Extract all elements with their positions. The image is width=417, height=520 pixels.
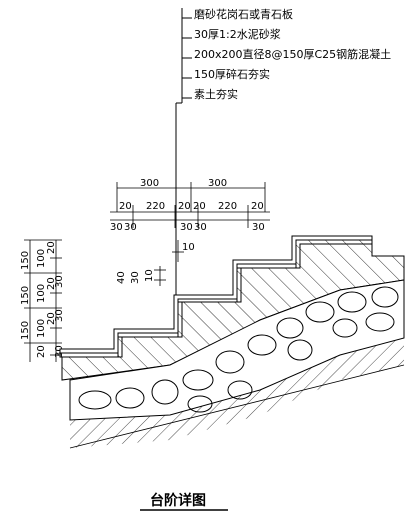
dim-10-b: 10 bbox=[182, 242, 195, 253]
dim-150-b: 150 bbox=[20, 286, 31, 305]
dim-20-g: 20 bbox=[46, 312, 57, 325]
dim-30-g: 30 bbox=[54, 309, 65, 322]
layer-label-3: 200x200直径8@150厚C25钢筋混凝土 bbox=[194, 47, 391, 61]
dim-20-e: 20 bbox=[46, 241, 57, 254]
gravel-layer bbox=[69, 279, 405, 421]
dim-220-a: 220 bbox=[146, 201, 165, 212]
dim-30-i: 30 bbox=[130, 271, 141, 284]
dim-300-a: 300 bbox=[140, 178, 159, 189]
dim-30-e: 30 bbox=[252, 222, 265, 233]
layer-label-2: 30厚1:2水泥砂浆 bbox=[194, 27, 281, 41]
dim-10-a: 10 bbox=[144, 269, 155, 282]
dim-30-d: 30 bbox=[194, 222, 207, 233]
dim-100-c: 100 bbox=[36, 319, 47, 338]
dim-30-f: 30 bbox=[54, 275, 65, 288]
dim-30-c: 30 bbox=[180, 222, 193, 233]
dim-100-a: 100 bbox=[36, 249, 47, 268]
dim-20-d: 20 bbox=[251, 201, 264, 212]
dim-300-b: 300 bbox=[208, 178, 227, 189]
dim-40: 40 bbox=[116, 271, 127, 284]
stair-treads bbox=[59, 235, 373, 358]
layer-label-4: 150厚碎石夯实 bbox=[194, 67, 270, 81]
drawing-title: 台阶详图 bbox=[150, 492, 206, 509]
dim-100-b: 100 bbox=[36, 284, 47, 303]
dim-20-f: 20 bbox=[46, 277, 57, 290]
layer-label-5: 素土夯实 bbox=[194, 87, 238, 101]
soil-layer bbox=[69, 338, 405, 449]
layer-label-1: 磨砂花岗石或青石板 bbox=[194, 7, 293, 21]
top-dimensions bbox=[110, 182, 270, 228]
dim-20-b: 20 bbox=[178, 201, 191, 212]
dim-30-a: 30 bbox=[110, 222, 123, 233]
dim-20-a: 20 bbox=[119, 201, 132, 212]
dim-150-c: 150 bbox=[20, 321, 31, 340]
dim-220-b: 220 bbox=[218, 201, 237, 212]
layer-leader bbox=[175, 8, 192, 308]
dim-20-h: 20 bbox=[36, 345, 47, 358]
dim-20-c: 20 bbox=[193, 201, 206, 212]
nosing-dimensions bbox=[154, 240, 184, 286]
dim-150-a: 150 bbox=[20, 251, 31, 270]
dim-30-b: 30 bbox=[124, 222, 137, 233]
